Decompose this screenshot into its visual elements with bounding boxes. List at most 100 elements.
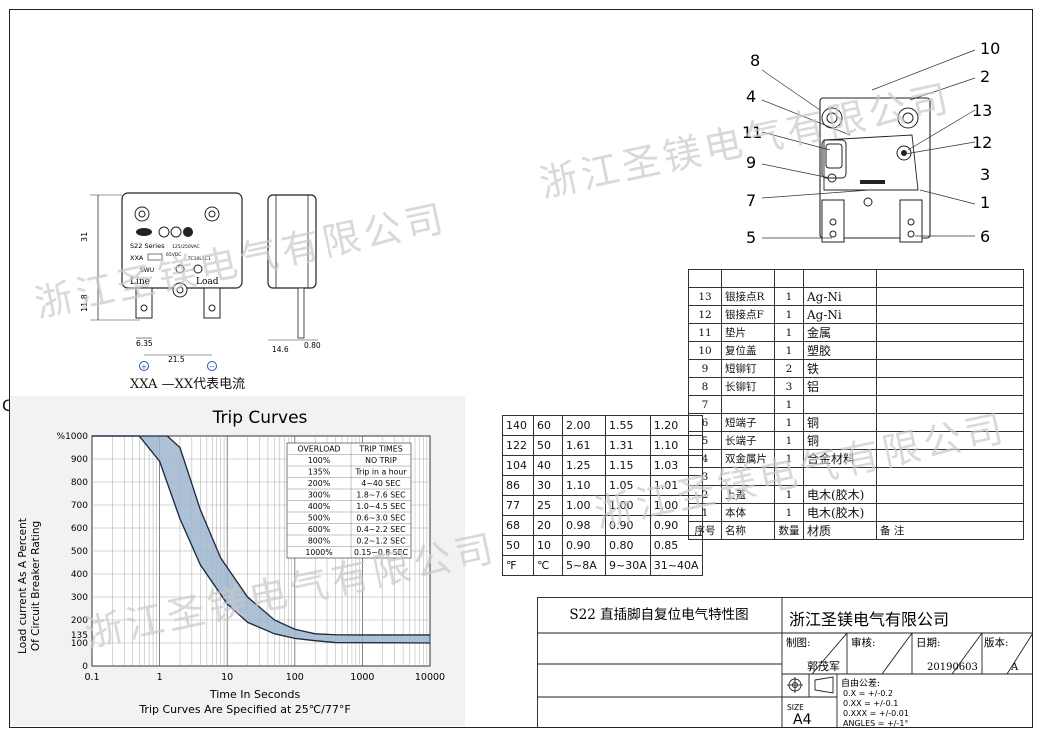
bom-cell: 银接点F	[721, 305, 775, 324]
bom-cell	[876, 431, 1024, 450]
title-block: S22 直插脚自复位电气特性图 浙江圣镁电气有限公司 制图: 审核: 日期: 版…	[537, 597, 1033, 728]
callout-1: 1	[980, 193, 990, 212]
bom-cell	[876, 305, 1024, 324]
bom-cell: 铁	[803, 359, 877, 378]
callout-10: 10	[980, 40, 1000, 58]
overload-cell: 0.15~0.8 SEC	[354, 548, 409, 557]
bom-cell: 长端子	[721, 431, 775, 450]
bom-cell: 本体	[721, 503, 775, 522]
bom-cell	[876, 377, 1024, 396]
dim-span: 21.5	[168, 355, 185, 364]
tolerance-1: 0.X = +/-0.2	[843, 689, 893, 698]
overload-cell: 1000%	[305, 548, 332, 557]
bom-cell: 10	[688, 341, 722, 360]
bom-cell	[876, 287, 1024, 306]
y-tick-label: 300	[71, 593, 88, 603]
bom-cell: 材质	[803, 521, 877, 540]
overload-cell: 0.6~3.0 SEC	[356, 514, 406, 523]
bom-cell: 1	[774, 323, 804, 342]
y-tick-label: 500	[71, 547, 88, 557]
series-badge: S22 Series	[130, 242, 165, 250]
bom-cell: 电木(胶木)	[803, 485, 877, 504]
callout-5: 5	[746, 228, 756, 247]
bom-cell	[721, 269, 775, 288]
bom-cell: 12	[688, 305, 722, 324]
overload-cell: 100%	[308, 456, 330, 465]
bom-cell	[876, 269, 1024, 288]
overload-header: OVERLOAD	[297, 445, 340, 454]
bom-cell: 上盖	[721, 485, 775, 504]
temp-cell: 0.85	[649, 535, 703, 556]
bom-cell: 4	[688, 449, 722, 468]
overload-cell: 600%	[308, 525, 330, 534]
bom-cell: 1	[774, 413, 804, 432]
y-tick-label: 100	[71, 639, 88, 649]
overload-cell: 1.8~7.6 SEC	[356, 491, 406, 500]
callout-6: 6	[980, 227, 990, 246]
x-tick-label: 10	[221, 672, 233, 683]
temp-cell: 2.00	[562, 415, 606, 436]
temp-cell: 1.00	[562, 495, 606, 516]
chart-title: Trip Curves	[212, 408, 308, 428]
temp-cell: 25	[533, 495, 563, 516]
minus-sign: −	[209, 363, 215, 371]
bom-cell: 名称	[721, 521, 775, 540]
callout-13: 13	[972, 101, 992, 120]
temp-cell: 31~40A	[649, 555, 703, 576]
y-axis-label-1: Load current As A Percent	[17, 518, 29, 654]
temp-cell: 104	[502, 455, 534, 476]
y-tick-label: 0	[82, 662, 88, 672]
plus-sign: +	[141, 363, 147, 371]
bom-cell	[721, 395, 775, 414]
callout-numbers: 8 4 11 9 7 5 10 2 13 12 3 1 6	[742, 40, 1000, 247]
drawing-title: S22 直插脚自复位电气特性图	[569, 606, 748, 623]
temp-cell: 1.00	[605, 495, 651, 516]
temp-cell: 10	[533, 535, 563, 556]
overload-cell: 4~40 SEC	[361, 479, 401, 488]
load-label: Load	[196, 277, 219, 287]
exploded-drawing: 8 4 11 9 7 5 10 2 13 12 3 1 6	[742, 40, 1000, 247]
bom-cell: 2	[774, 359, 804, 378]
bom-header-row: 序号名称数量材质备 注	[688, 521, 1024, 540]
bom-cell: Ag-Ni	[803, 305, 877, 324]
bom-row	[688, 269, 1024, 288]
temp-cell: 5~8A	[562, 555, 606, 576]
tolerance-title: 自由公差:	[841, 677, 880, 689]
bom-cell	[774, 467, 804, 486]
y-tick-label: 135	[71, 631, 88, 641]
dim-depth: 14.6	[272, 345, 289, 354]
temp-cell: 140	[502, 415, 534, 436]
y-tick-label: 700	[71, 501, 88, 511]
bom-cell: 5	[688, 431, 722, 450]
callout-4: 4	[746, 87, 756, 106]
temp-cell: 1.55	[605, 415, 651, 436]
temp-cell: 30	[533, 475, 563, 496]
bom-cell: 3	[774, 377, 804, 396]
bom-cell	[721, 467, 775, 486]
temp-cell: 122	[502, 435, 534, 456]
overload-cell: 0.4~2.2 SEC	[356, 525, 406, 534]
bom-cell	[803, 269, 877, 288]
overload-cell: 1.0~4.5 SEC	[356, 502, 406, 511]
callout-9: 9	[746, 153, 756, 172]
bom-cell	[876, 341, 1024, 360]
bom-cell: 9	[688, 359, 722, 378]
bom-cell: 长铆钉	[721, 377, 775, 396]
bom-cell: 11	[688, 323, 722, 342]
dim-pin: 6.35	[136, 339, 153, 348]
bom-cell: 1	[688, 503, 722, 522]
temp-cell: 50	[533, 435, 563, 456]
overload-cell: 200%	[308, 479, 330, 488]
bom-cell: 塑胶	[803, 341, 877, 360]
bom-cell: 1	[774, 485, 804, 504]
product-drawing: 31 11.8 S22 Series 125/250VAC XXA 65VDC …	[80, 192, 321, 371]
